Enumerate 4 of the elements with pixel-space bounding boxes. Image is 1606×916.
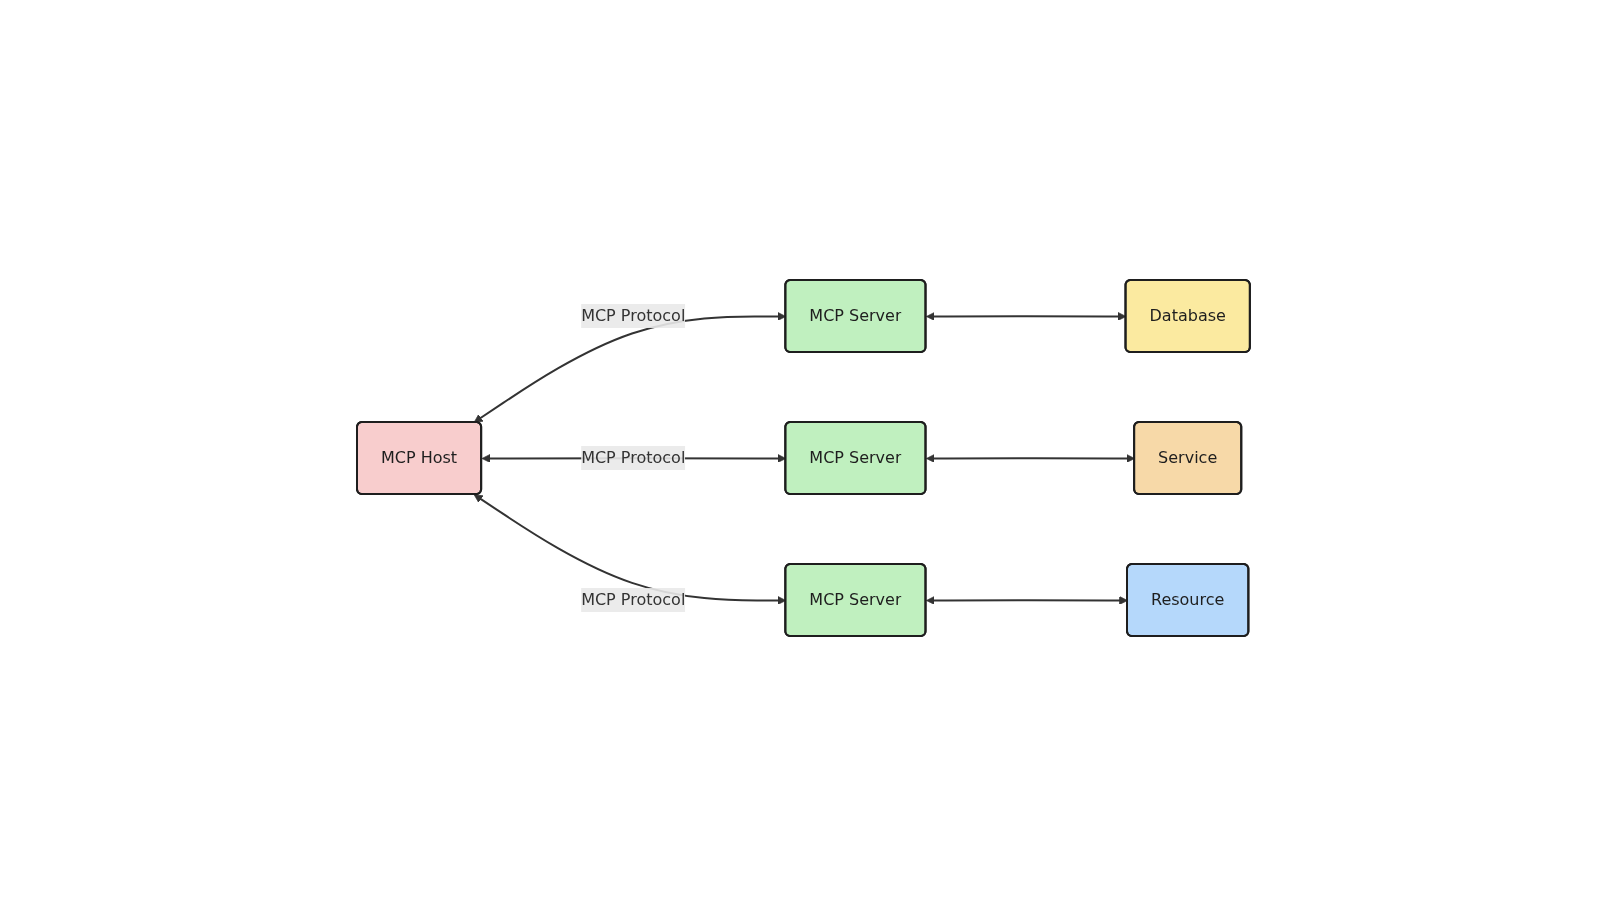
arrow [925, 312, 1126, 321]
edge-label: MCP Protocol [580, 448, 685, 467]
edge-label: MCP Protocol [580, 306, 685, 325]
edge-label: MCP Protocol [580, 590, 685, 609]
